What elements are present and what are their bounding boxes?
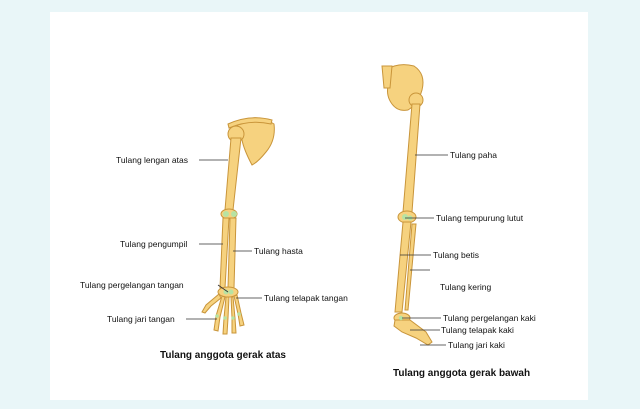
label-humerus: Tulang lengan atas: [116, 155, 188, 165]
upper-limb-caption: Tulang anggota gerak atas: [160, 350, 286, 361]
label-metatarsal: Tulang telapak kaki: [441, 325, 514, 335]
sacrum-shape: [381, 65, 393, 89]
upper-limb-joints: [215, 211, 241, 320]
label-fibula: Tulang kering: [440, 282, 492, 292]
label-tarsal: Tulang pergelangan kaki: [443, 313, 536, 323]
content-panel: [50, 12, 588, 400]
label-finger-phalanges: Tulang jari tangan: [107, 314, 175, 324]
radius-shape: [227, 217, 237, 289]
humerus-shape: [224, 137, 242, 211]
label-carpal: Tulang pergelangan tangan: [80, 280, 184, 290]
label-ulna: Tulang pengumpil: [120, 239, 188, 249]
scapula-shape: [237, 117, 275, 166]
foot-shape: [393, 319, 433, 346]
tibia-shape: [394, 221, 412, 313]
leader-lines: [186, 154, 448, 346]
ulna-shape: [219, 217, 230, 289]
lower-limb-figure: [381, 64, 433, 346]
label-tibia: Tulang betis: [433, 250, 479, 260]
label-patella: Tulang tempurung lutut: [436, 213, 524, 223]
fibula-shape: [404, 223, 417, 311]
label-metacarpal: Tulang telapak tangan: [264, 293, 348, 303]
femur-shape: [402, 103, 421, 213]
label-femur: Tulang paha: [450, 150, 497, 160]
lower-limb-caption: Tulang anggota gerak bawah: [393, 368, 531, 379]
label-radius: Tulang hasta: [254, 246, 303, 256]
label-toe-phalanges: Tulang jari kaki: [448, 340, 505, 350]
clavicle-shape: [227, 117, 273, 129]
